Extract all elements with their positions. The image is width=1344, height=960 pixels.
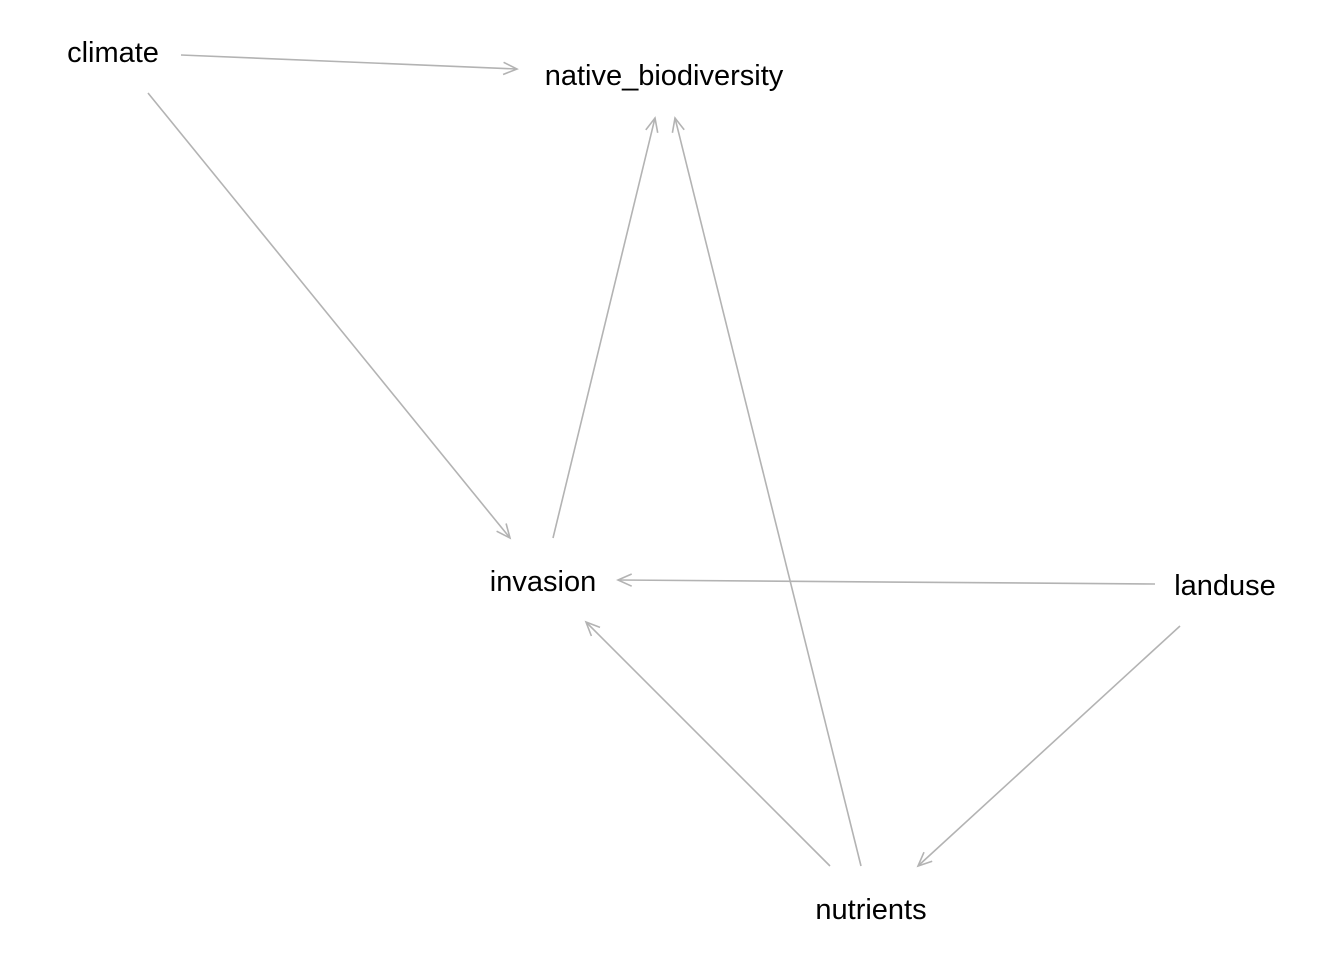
- node-invasion: invasion: [490, 566, 596, 598]
- node-nutrients: nutrients: [815, 894, 926, 926]
- edge-landuse-to-nutrients: [916, 625, 1181, 868]
- edge-nutrients-to-invasion: [584, 620, 831, 867]
- edge-line: [617, 579, 1156, 585]
- arrowhead-icon: [916, 851, 933, 868]
- node-layer: climate native_biodiversity invasion lan…: [67, 37, 1276, 926]
- edge-nutrients-to-native-biodiversity: [671, 116, 862, 867]
- arrowhead-icon: [502, 61, 519, 76]
- arrowhead-icon: [584, 620, 601, 637]
- arrowhead-icon: [616, 573, 633, 587]
- node-climate: climate: [67, 37, 159, 69]
- arrowhead-icon: [645, 116, 659, 133]
- edge-invasion-to-native-biodiversity: [552, 116, 659, 539]
- edge-line: [147, 92, 511, 539]
- node-native-biodiversity: native_biodiversity: [545, 60, 784, 92]
- edge-landuse-to-invasion: [616, 573, 1156, 587]
- edge-line: [674, 117, 862, 867]
- edge-line: [180, 54, 518, 70]
- edge-climate-to-invasion: [147, 92, 512, 540]
- node-landuse: landuse: [1174, 570, 1276, 602]
- edge-line: [917, 625, 1181, 867]
- arrowhead-icon: [671, 116, 685, 133]
- edge-line: [585, 621, 831, 867]
- edge-layer: [147, 54, 1181, 868]
- arrowhead-icon: [496, 523, 512, 540]
- edge-climate-to-native-biodiversity: [180, 54, 519, 76]
- edge-line: [552, 117, 656, 539]
